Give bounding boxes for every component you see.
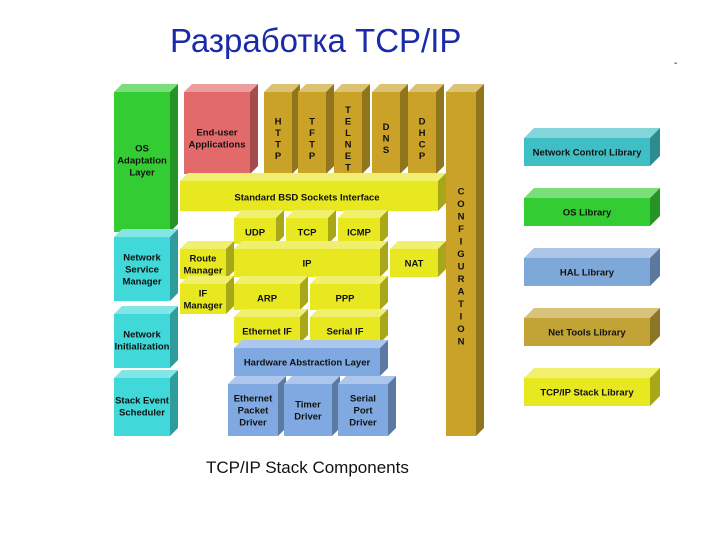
ip-label: IP	[303, 259, 313, 270]
configuration-box	[446, 84, 484, 436]
ip-box	[234, 241, 388, 277]
route-manager-box	[180, 241, 234, 279]
nat-label: NAT	[405, 259, 424, 270]
library-os-library-box	[524, 188, 660, 226]
corner-mark: -	[674, 58, 678, 69]
dns-box	[372, 84, 408, 174]
library-network-control-library-box	[524, 128, 660, 166]
bsd-sockets-interface-label: Standard BSD Sockets Interface	[234, 193, 379, 204]
library-net-tools-library-box	[524, 308, 660, 346]
arp-label: ARP	[257, 294, 278, 305]
ppp-box	[310, 276, 388, 310]
end-user-applications-box	[184, 84, 258, 174]
tcp-label: TCP	[298, 228, 318, 239]
ethernet-if-box	[234, 309, 308, 343]
icmp-label: ICMP	[347, 228, 371, 239]
serial-if-box	[310, 309, 388, 343]
library-hal-library-label: HAL Library	[560, 268, 615, 279]
library-tcp-ip-stack-library-box	[524, 368, 660, 406]
nat-box	[390, 241, 446, 277]
ethernet-packet-driver-box	[228, 376, 286, 436]
icmp-box	[338, 210, 388, 244]
library-network-control-library-label: Network Control Library	[533, 148, 642, 159]
page-title: Разработка TCP/IP	[170, 22, 462, 59]
serial-port-driver-box	[338, 376, 396, 436]
hardware-abstraction-layer-label: Hardware Abstraction Layer	[244, 358, 371, 369]
hardware-abstraction-layer-box	[234, 340, 388, 376]
serial-if-label: Serial IF	[327, 327, 364, 338]
diagram-caption: TCP/IP Stack Components	[206, 458, 409, 477]
udp-box	[234, 210, 284, 244]
tftp-box	[298, 84, 334, 174]
if-manager-box	[180, 276, 234, 314]
library-hal-library-box	[524, 248, 660, 286]
telnet-box	[334, 84, 370, 174]
tcp-box	[286, 210, 336, 244]
library-tcp-ip-stack-library-label: TCP/IP Stack Library	[540, 388, 634, 399]
bsd-sockets-interface-box	[180, 173, 446, 211]
udp-label: UDP	[245, 228, 266, 239]
library-os-library-label: OS Library	[563, 208, 612, 219]
dhcp-box	[408, 84, 444, 174]
library-net-tools-library-label: Net Tools Library	[548, 328, 626, 339]
network-service-manager-box	[114, 229, 178, 301]
os-adaptation-layer-box	[114, 84, 178, 232]
ppp-label: PPP	[335, 294, 355, 305]
ethernet-if-label: Ethernet IF	[242, 327, 292, 338]
network-initialization-box	[114, 306, 178, 368]
stack-event-scheduler-box	[114, 370, 178, 436]
http-box	[264, 84, 300, 174]
arp-box	[234, 276, 308, 310]
